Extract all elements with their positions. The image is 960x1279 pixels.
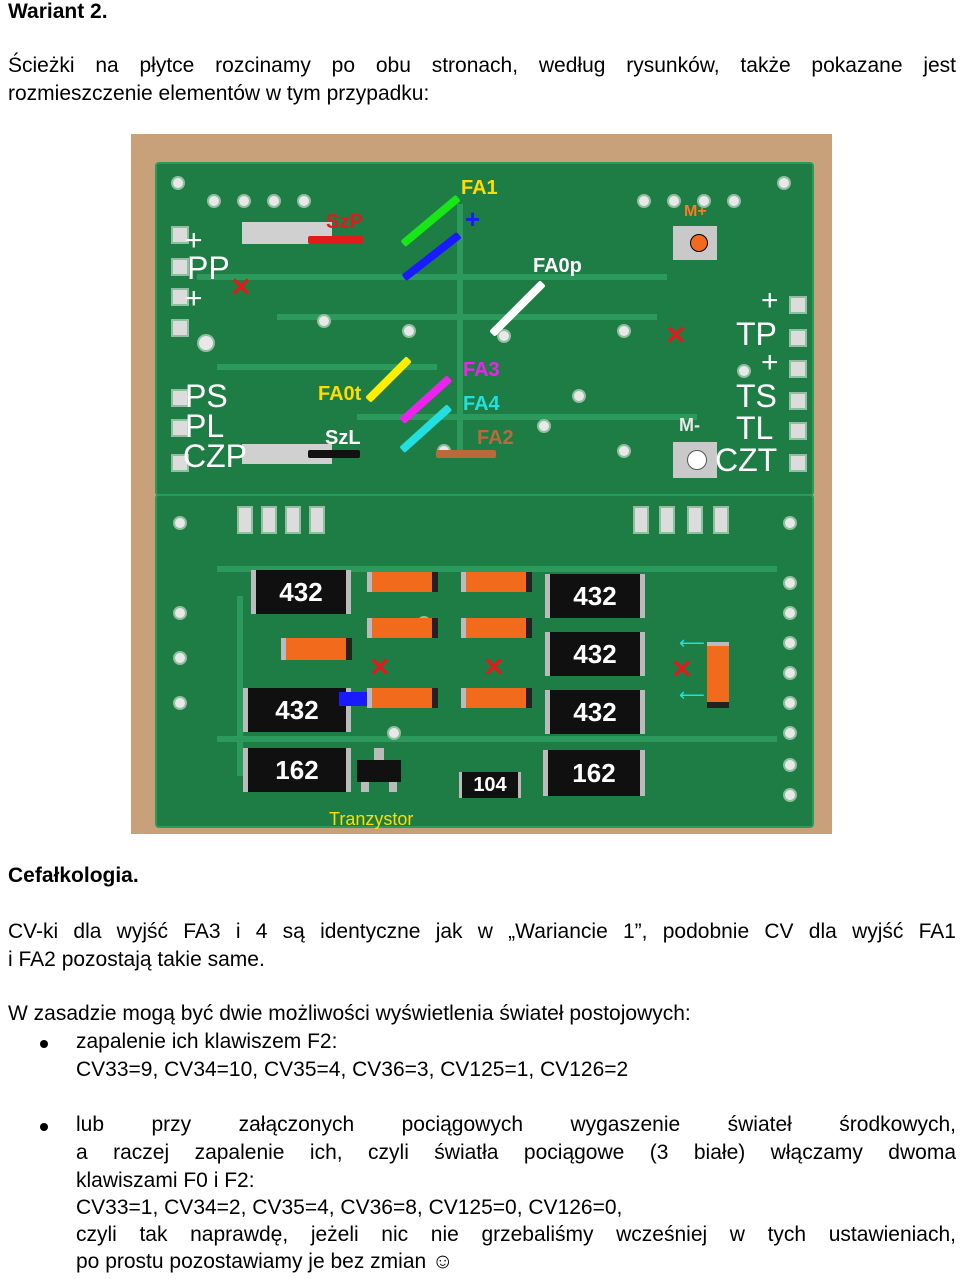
label-plus-tp-top: + <box>761 284 779 317</box>
diode-5 <box>281 638 352 660</box>
bullet-icon <box>40 1123 48 1131</box>
resistor-r8: 104 <box>459 772 521 798</box>
label-fa2: FA2 <box>477 427 514 449</box>
label-plus-pp-bottom: + <box>185 282 203 315</box>
blue-marker <box>339 692 367 706</box>
arrow-left-icon: ⟵ <box>679 685 705 705</box>
cross-mark-icon: ✕ <box>369 652 391 682</box>
arrow-left-icon: ⟵ <box>679 633 705 653</box>
resistor-r6: 432 <box>545 690 645 734</box>
intro-line-2: rozmieszczenie elementów w tym przypadku… <box>8 82 430 105</box>
section-p1-line1: CV-ki dla wyjść FA3 i 4 są identyczne ja… <box>8 920 956 943</box>
pcb-photo: FA1 + SzP M+ + PP ✕ + FA0p + ✕ TP + TS T… <box>131 134 832 834</box>
label-szl: SzL <box>325 427 361 449</box>
label-pp: PP <box>187 250 230 286</box>
diode-2 <box>461 572 532 592</box>
diode-7 <box>461 688 532 708</box>
bullet2-line2: a raczej zapalenie ich, czyli światła po… <box>76 1141 956 1164</box>
label-pl: PL <box>185 408 225 444</box>
label-ts: TS <box>736 378 777 414</box>
cross-mark-icon: ✕ <box>483 652 505 682</box>
m-plus-marker-icon <box>690 234 708 252</box>
cross-mark-icon: ✕ <box>230 272 252 302</box>
diode-1 <box>367 572 438 592</box>
resistor-r2: 432 <box>243 688 351 732</box>
label-tranzystor: Tranzystor <box>329 809 414 829</box>
label-fa4: FA4 <box>463 393 500 415</box>
bullet2-line5: czyli tak naprawdę, jeżeli nic nie grzeb… <box>76 1223 956 1246</box>
resistor-r3: 162 <box>243 748 351 792</box>
bullet2-line3: klawiszami F0 i F2: <box>76 1169 255 1192</box>
szl-wire-marker <box>308 450 360 458</box>
section-p1-line2: i FA2 pozostają takie same. <box>8 948 265 971</box>
label-tl: TL <box>736 410 774 446</box>
bullet2-line6: po prostu pozostawiamy je bez zmian ☺ <box>76 1250 454 1273</box>
resistor-r1: 432 <box>251 570 351 614</box>
diode-vertical <box>707 642 729 708</box>
bullet-item-1: zapalenie ich klawiszem F2: CV33=9, CV34… <box>40 1028 956 1084</box>
diode-4 <box>461 618 532 638</box>
section-title: Cefałkologia. <box>8 864 139 887</box>
bullet-icon <box>40 1040 48 1048</box>
label-plus-ts: + <box>761 346 779 379</box>
resistor-r7: 162 <box>543 750 645 796</box>
label-plus-a: + <box>465 204 481 234</box>
cross-mark-icon: ✕ <box>671 654 693 684</box>
label-fa1: FA1 <box>461 177 498 199</box>
fa2-wire-marker <box>436 450 496 458</box>
label-czp: CZP <box>183 438 247 474</box>
intro-line-1: Ścieżki na płytce rozcinamy po obu stron… <box>8 54 956 77</box>
label-tp: TP <box>736 316 777 352</box>
bullet1-line1: zapalenie ich klawiszem F2: <box>76 1030 338 1053</box>
resistor-r4: 432 <box>545 574 645 618</box>
top-board <box>155 162 814 496</box>
cross-mark-icon: ✕ <box>665 320 687 350</box>
label-czt: CZT <box>715 442 778 478</box>
label-szp: SzP <box>326 211 363 233</box>
label-m-minus: M- <box>679 415 700 435</box>
bullet2-line4: CV33=1, CV34=2, CV35=4, CV36=8, CV125=0,… <box>76 1196 623 1219</box>
label-plus-pp-top: + <box>185 224 203 257</box>
label-fa3: FA3 <box>463 359 500 381</box>
label-fa0p: FA0p <box>533 255 582 277</box>
section-p2: W zasadzie mogą być dwie możliwości wyśw… <box>8 1002 691 1025</box>
label-ps: PS <box>185 378 228 414</box>
label-fa0t: FA0t <box>318 383 362 405</box>
bullet-item-2: lub przy załączonych pociągowych wygasze… <box>40 1111 956 1279</box>
transistor-icon <box>357 760 401 782</box>
diode-3 <box>367 618 438 638</box>
resistor-r5: 432 <box>545 632 645 676</box>
label-m-plus: M+ <box>684 203 707 220</box>
bullet2-line1: lub przy załączonych pociągowych wygasze… <box>76 1113 956 1136</box>
szp-wire-marker <box>308 236 363 244</box>
m-minus-marker-icon <box>687 450 707 470</box>
page-title: Wariant 2. <box>8 0 108 23</box>
diode-6 <box>367 688 438 708</box>
bullet1-line2: CV33=9, CV34=10, CV35=4, CV36=3, CV125=1… <box>76 1058 629 1081</box>
